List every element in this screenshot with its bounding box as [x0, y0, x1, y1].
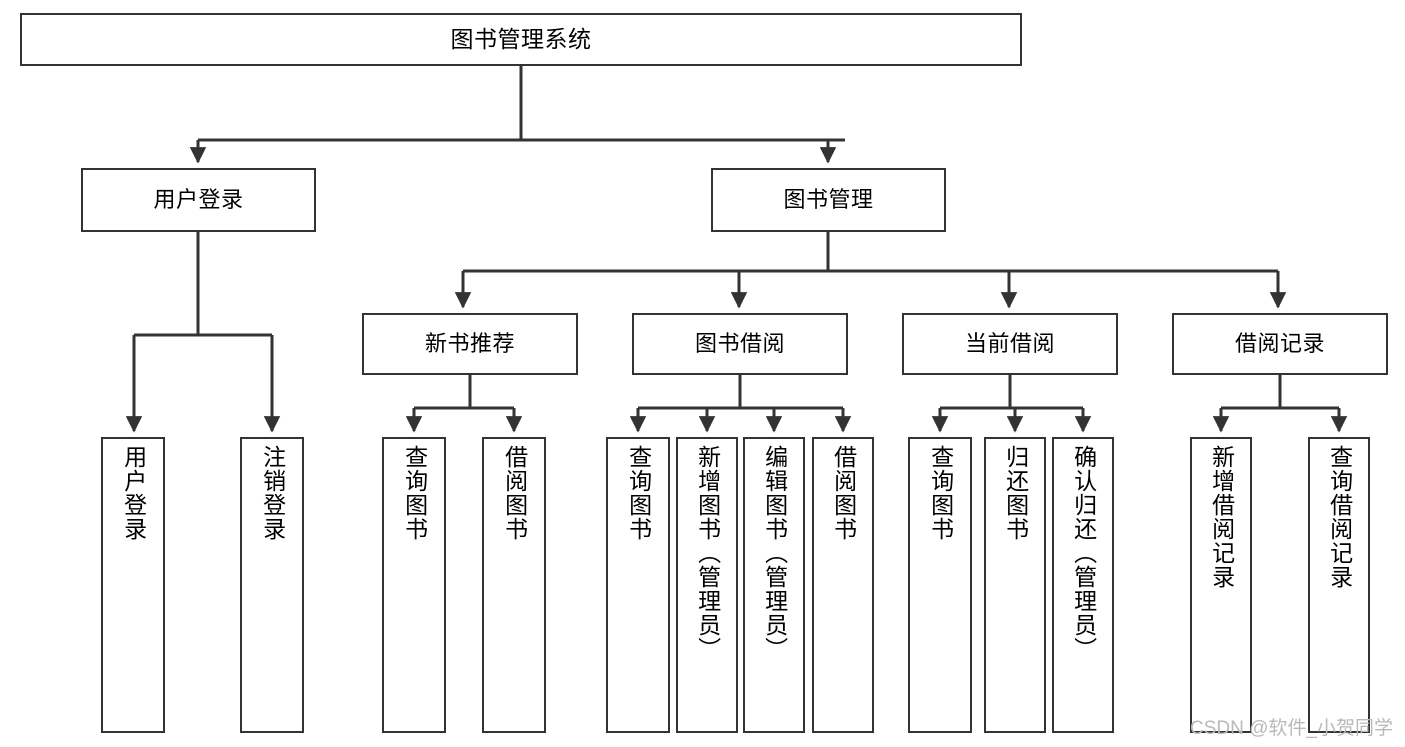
- node-user-login-label: 用户登录: [153, 187, 244, 213]
- node-leaf-br-add-record-label: 新增借阅记录: [1208, 445, 1235, 589]
- node-leaf-bb-query-book-label: 查询图书: [625, 445, 652, 541]
- node-leaf-bb-query-book[interactable]: 查询图书: [606, 437, 670, 733]
- node-leaf-rec-query-book-label: 查询图书: [401, 445, 428, 541]
- node-root-label: 图书管理系统: [450, 26, 592, 53]
- node-leaf-cb-return-book[interactable]: 归还图书: [984, 437, 1046, 733]
- node-leaf-bb-add-book[interactable]: 新增图书（管理员）: [676, 437, 738, 733]
- node-leaf-bb-edit-book-label: 编辑图书（管理员）: [761, 445, 788, 661]
- node-leaf-rec-borrow-book[interactable]: 借阅图书: [482, 437, 546, 733]
- node-borrow-record-label: 借阅记录: [1234, 331, 1325, 357]
- node-current-borrow-label: 当前借阅: [964, 331, 1055, 357]
- node-leaf-user-login-label: 用户登录: [120, 445, 147, 541]
- node-leaf-bb-borrow-book[interactable]: 借阅图书: [812, 437, 874, 733]
- node-leaf-rec-query-book[interactable]: 查询图书: [382, 437, 446, 733]
- node-new-book-recommend-label: 新书推荐: [424, 331, 515, 357]
- node-book-borrow-label: 图书借阅: [694, 331, 785, 357]
- node-leaf-bb-borrow-book-label: 借阅图书: [830, 445, 857, 541]
- node-leaf-cb-confirm-return[interactable]: 确认归还（管理员）: [1052, 437, 1114, 733]
- node-leaf-cb-query-book[interactable]: 查询图书: [908, 437, 972, 733]
- node-leaf-rec-borrow-book-label: 借阅图书: [501, 445, 528, 541]
- node-book-manage[interactable]: 图书管理: [711, 168, 946, 232]
- node-leaf-cb-return-book-label: 归还图书: [1002, 445, 1029, 541]
- node-leaf-cb-confirm-return-label: 确认归还（管理员）: [1070, 445, 1097, 661]
- node-current-borrow[interactable]: 当前借阅: [902, 313, 1118, 375]
- node-leaf-bb-edit-book[interactable]: 编辑图书（管理员）: [743, 437, 805, 733]
- node-leaf-user-logout[interactable]: 注销登录: [240, 437, 304, 733]
- node-leaf-br-query-record[interactable]: 查询借阅记录: [1308, 437, 1370, 733]
- node-leaf-user-login[interactable]: 用户登录: [101, 437, 165, 733]
- node-leaf-br-add-record[interactable]: 新增借阅记录: [1190, 437, 1252, 733]
- node-new-book-recommend[interactable]: 新书推荐: [362, 313, 578, 375]
- node-leaf-bb-add-book-label: 新增图书（管理员）: [694, 445, 721, 661]
- node-borrow-record[interactable]: 借阅记录: [1172, 313, 1388, 375]
- node-root[interactable]: 图书管理系统: [20, 13, 1022, 66]
- watermark: CSDN @软件_小贺同学: [1190, 718, 1393, 739]
- node-leaf-user-logout-label: 注销登录: [259, 445, 286, 541]
- node-book-borrow[interactable]: 图书借阅: [632, 313, 848, 375]
- node-user-login[interactable]: 用户登录: [81, 168, 316, 232]
- node-leaf-br-query-record-label: 查询借阅记录: [1326, 445, 1353, 589]
- node-book-manage-label: 图书管理: [783, 187, 874, 213]
- node-leaf-cb-query-book-label: 查询图书: [927, 445, 954, 541]
